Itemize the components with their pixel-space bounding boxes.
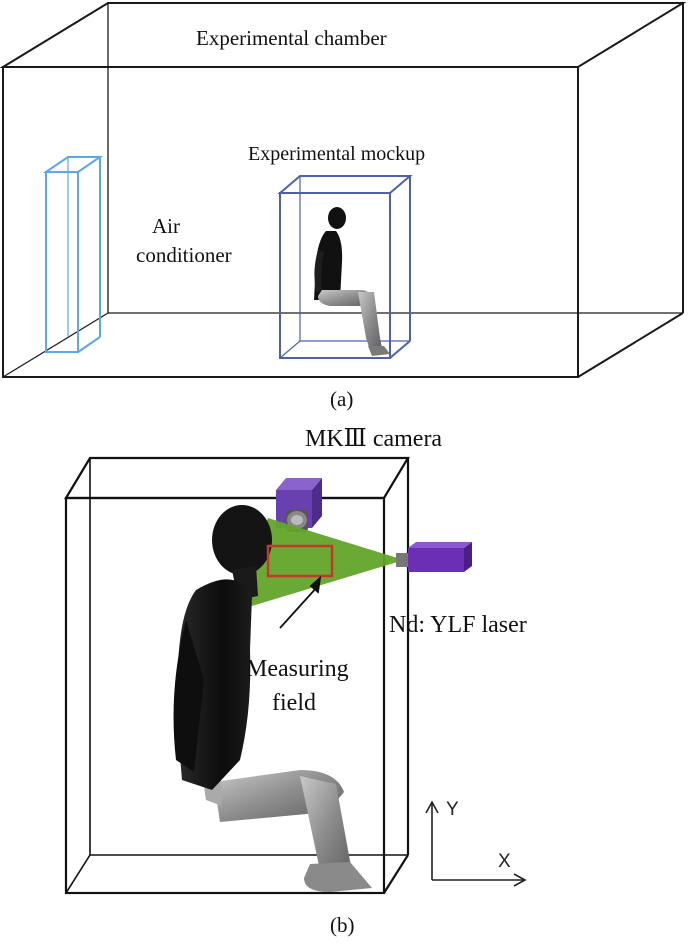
measuring-field: [266, 544, 334, 578]
laser-device: [396, 542, 472, 572]
caption-a: (a): [330, 387, 353, 411]
axis-x-label: X: [498, 851, 511, 872]
coordinate-axes: [425, 800, 527, 887]
mannequin-large: [173, 505, 372, 892]
experimental-chamber-box: [0, 2, 687, 378]
measuring-field-label-line2: field: [272, 690, 316, 716]
mannequin-small: [314, 207, 390, 356]
measuring-field-arrow: [279, 575, 322, 629]
camera-device: [276, 478, 322, 532]
panel-a: Experimental chamber Experimental mockup…: [0, 2, 687, 411]
camera-label: MKⅢ camera: [305, 426, 442, 452]
mockup-label: Experimental mockup: [248, 143, 425, 165]
air-conditioner-label-line1: Air: [152, 214, 180, 238]
experimental-mockup-box: [277, 175, 413, 359]
panel-b: MKⅢ camera Nd: YLF laser Measuring field…: [64, 426, 527, 937]
laser-label: Nd: YLF laser: [389, 612, 527, 638]
laser-light-sheet: [232, 518, 404, 612]
measuring-field-label-line1: Measuring: [246, 656, 349, 682]
caption-b: (b): [330, 913, 355, 937]
air-conditioner-label-line2: conditioner: [136, 243, 232, 267]
axis-y-label: Y: [446, 799, 459, 820]
air-conditioner-box: [42, 156, 104, 353]
chamber-label: Experimental chamber: [196, 26, 387, 50]
